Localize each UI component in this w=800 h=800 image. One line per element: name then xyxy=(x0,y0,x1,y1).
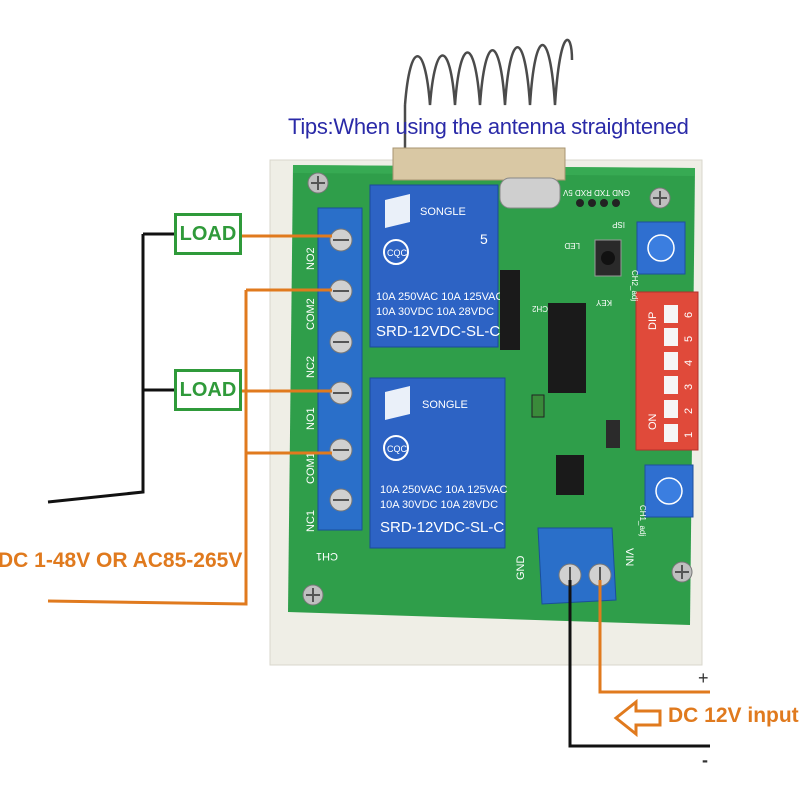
vin-label: VIN xyxy=(623,548,635,566)
dip-number: 2 xyxy=(683,408,695,414)
screw-icon xyxy=(302,584,324,606)
relay-rating-dc: 10A 30VDC 10A 28VDC xyxy=(380,499,498,511)
orange-wire-vin xyxy=(598,580,710,694)
terminal-screw xyxy=(329,488,353,512)
black-wire-gnd xyxy=(568,580,710,748)
terminal-label-com2: COM2 xyxy=(305,298,317,330)
terminal-label-com1: COM1 xyxy=(305,452,317,484)
svg-text:CQC: CQC xyxy=(387,248,408,258)
dip-number: 1 xyxy=(683,432,695,438)
screw-icon xyxy=(307,172,329,194)
svg-text:CQC: CQC xyxy=(387,444,408,454)
dip-on-label: ON xyxy=(647,413,659,430)
capacitor xyxy=(606,420,620,448)
supply-voltage-label: DC 1-48V OR AC85-265V xyxy=(0,549,243,572)
relay-1: SONGLE CQC 10A 250VAC 10A 125VAC 10A 30V… xyxy=(369,377,507,549)
screw-icon xyxy=(671,561,693,583)
dip-number: 3 xyxy=(683,384,695,390)
ch1-adj-label: CH1_adj xyxy=(638,505,647,536)
terminal-screw xyxy=(329,381,353,405)
led-label: LED xyxy=(564,241,580,250)
dc-input-label: DC 12V input xyxy=(668,704,799,727)
ch1-potentiometer xyxy=(644,464,694,518)
terminal-label-nc1: NC1 xyxy=(305,510,317,532)
rf-module xyxy=(392,147,566,181)
header-label: GND TXD RXD 5V xyxy=(562,188,630,197)
terminal-label-nc2: NC2 xyxy=(305,356,317,378)
ic-chip xyxy=(548,303,586,393)
terminal-screw xyxy=(329,438,353,462)
dip-number: 6 xyxy=(683,312,695,318)
terminal-label-no2: NO2 xyxy=(305,247,317,270)
key-label: KEY xyxy=(595,298,612,307)
gnd-label: GND xyxy=(515,556,527,581)
black-wire-left xyxy=(47,232,174,504)
crystal xyxy=(499,177,561,209)
tips-caption: Tips:When using the antenna straightened xyxy=(288,114,689,139)
plus-sign: + xyxy=(698,668,709,688)
terminal-screw xyxy=(329,330,353,354)
orange-wire-left xyxy=(47,234,332,606)
terminal-label-no1: NO1 xyxy=(305,407,317,430)
dip-label: DIP xyxy=(647,312,659,330)
screw-icon xyxy=(649,187,671,209)
ch1-label: CH1 xyxy=(316,550,338,562)
ch2-adj-label: CH2_adj xyxy=(630,270,639,301)
arrow-left-icon xyxy=(613,698,662,738)
ch2-potentiometer xyxy=(636,221,686,275)
relay-pin-number: 5 xyxy=(480,231,488,247)
relay-model: SRD-12VDC-SL-C xyxy=(380,519,504,536)
relay-rating-ac: 10A 250VAC 10A 125VAC xyxy=(376,291,503,303)
ic-chip xyxy=(556,455,584,495)
relay-terminal-block xyxy=(317,207,363,531)
load-box-top: LOAD xyxy=(174,213,242,255)
dip-switch xyxy=(635,291,699,451)
load-box-bottom: LOAD xyxy=(174,369,242,411)
antenna-coil-icon xyxy=(403,38,574,155)
minus-sign: - xyxy=(702,750,708,770)
ic-chip xyxy=(500,270,520,350)
capacitor xyxy=(531,394,545,418)
relay-2: SONGLE CQC 5 10A 250VAC 10A 125VAC 10A 3… xyxy=(369,184,503,348)
isp-label: ISP xyxy=(612,220,625,229)
terminal-screw xyxy=(329,228,353,252)
power-terminal-block xyxy=(537,527,617,605)
relay-rating-ac: 10A 250VAC 10A 125VAC xyxy=(380,484,507,496)
header-pins xyxy=(576,199,620,207)
terminal-screw xyxy=(329,279,353,303)
relay-brand: SONGLE xyxy=(422,399,468,411)
dip-number: 4 xyxy=(683,360,695,366)
relay-rating-dc: 10A 30VDC 10A 28VDC xyxy=(376,306,494,318)
relay-brand: SONGLE xyxy=(420,206,466,218)
dip-number: 5 xyxy=(683,336,695,342)
ch2-label: CH2 xyxy=(531,304,548,313)
relay-model: SRD-12VDC-SL-C xyxy=(376,323,500,340)
